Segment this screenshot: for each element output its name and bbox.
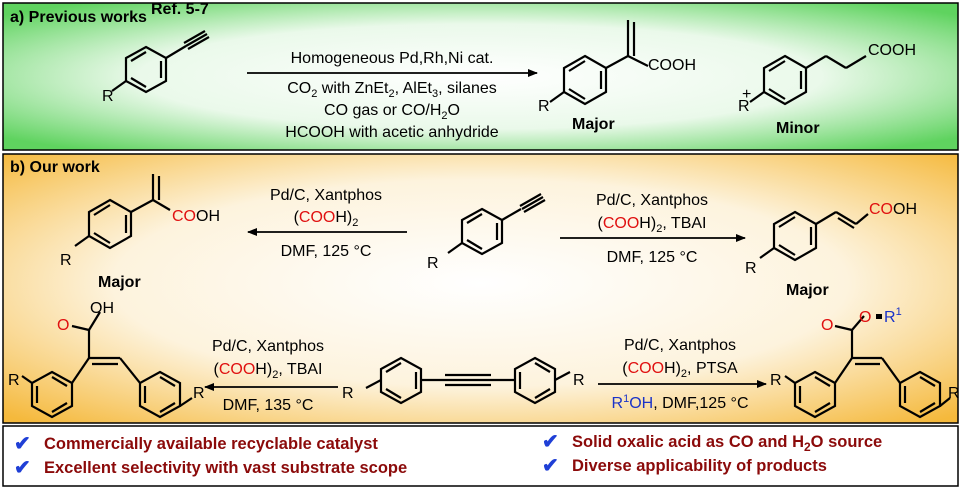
cooh-minor-a: COOH	[868, 42, 916, 59]
ester-o: O	[859, 309, 871, 326]
substituent-r-diaryl-right: R	[573, 372, 585, 389]
conditions-a-line4: HCOOH with acetic anhydride	[285, 124, 499, 141]
benefit-1: Commercially available recyclable cataly…	[44, 435, 378, 453]
substituent-r-b-left: R	[60, 252, 72, 269]
cooh-major-b-right: COOH	[869, 201, 917, 218]
benefit-2: Excellent selectivity with vast substrat…	[44, 459, 407, 477]
conditions-a-line3: CO gas or CO/H2O	[324, 102, 460, 122]
conditions-a-line1: Homogeneous Pd,Rh,Ni cat.	[291, 50, 494, 67]
cooh-major-a: COOH	[648, 57, 696, 74]
diaryl-acrylic-acid-product	[21, 311, 193, 419]
panel-a	[2, 2, 959, 151]
conditions-b-left-line3: DMF, 125 °C	[281, 243, 372, 260]
panel-b-title: b) Our work	[10, 159, 100, 176]
conditions-b-bl-line3: DMF, 135 °C	[223, 397, 314, 414]
conditions-b-br-line1: Pd/C, Xantphos	[624, 337, 736, 354]
conditions-a-line2: CO2 with ZnEt2, AlEt3, silanes	[287, 80, 497, 100]
conditions-b-left-line2: (COOH)2	[294, 209, 359, 229]
benefits-panel	[2, 425, 959, 487]
linear-acid-minor-a	[749, 54, 867, 106]
major-label-a: Major	[572, 116, 615, 133]
ester-bond-dot	[876, 314, 882, 319]
carbonyl-o-bottom-left: O	[57, 317, 69, 334]
substituent-r-br2: R	[948, 385, 960, 402]
check-icon: ✔	[14, 457, 31, 479]
minor-label-a: Minor	[776, 120, 820, 137]
major-label-b-left: Major	[98, 274, 141, 291]
cooh-major-b: COOH	[172, 208, 220, 225]
substituent-r-a1: R	[102, 88, 114, 105]
diaryl-alkyne-reactant	[365, 356, 571, 405]
substituent-r-a2: R	[538, 98, 550, 115]
branched-acid-major-b	[74, 174, 171, 250]
linear-acid-major-b	[759, 210, 869, 262]
check-icon: ✔	[14, 433, 31, 455]
diaryl-acrylate-ester-product	[784, 315, 951, 419]
panel-a-title: a) Previous works	[10, 9, 147, 26]
branched-acid-major-a	[549, 20, 649, 106]
conditions-b-br-line3: R1OH, DMF,125 °C	[612, 393, 749, 412]
panel-a-ref: Ref. 5-7	[151, 1, 209, 18]
substituent-r-a3: R	[738, 98, 750, 115]
carbonyl-o-bottom-right: O	[821, 317, 833, 334]
aryl-alkyne-reactant-a	[111, 30, 210, 94]
substituent-r-bl2: R	[193, 385, 205, 402]
conditions-b-right-line3: DMF, 125 °C	[607, 249, 698, 266]
substituent-r-b-center: R	[427, 255, 439, 272]
conditions-b-right-line2: (COOH)2, TBAI	[598, 215, 707, 235]
substituent-r-bl1: R	[8, 372, 20, 389]
substituent-r-br1: R	[770, 372, 782, 389]
benefit-3: Solid oxalic acid as CO and H2O source	[572, 433, 882, 454]
check-icon: ✔	[542, 431, 559, 453]
substituent-r-diaryl-left: R	[342, 385, 354, 402]
substituent-r-b-right: R	[745, 260, 757, 277]
conditions-b-right-line1: Pd/C, Xantphos	[596, 192, 708, 209]
aryl-alkyne-reactant-b	[447, 193, 546, 256]
check-icon: ✔	[542, 455, 559, 477]
major-label-b-right: Major	[786, 282, 829, 299]
plus-minor-a: +	[742, 86, 751, 103]
benefit-4: Diverse applicability of products	[572, 457, 827, 475]
ester-r1: R1	[884, 306, 902, 326]
conditions-b-bl-line1: Pd/C, Xantphos	[212, 338, 324, 355]
conditions-b-br-line2: (COOH)2, PTSA	[622, 360, 738, 380]
conditions-b-bl-line2: (COOH)2, TBAI	[214, 361, 323, 381]
conditions-b-left-line1: Pd/C, Xantphos	[270, 187, 382, 204]
oh-bottom-left: OH	[90, 300, 114, 317]
